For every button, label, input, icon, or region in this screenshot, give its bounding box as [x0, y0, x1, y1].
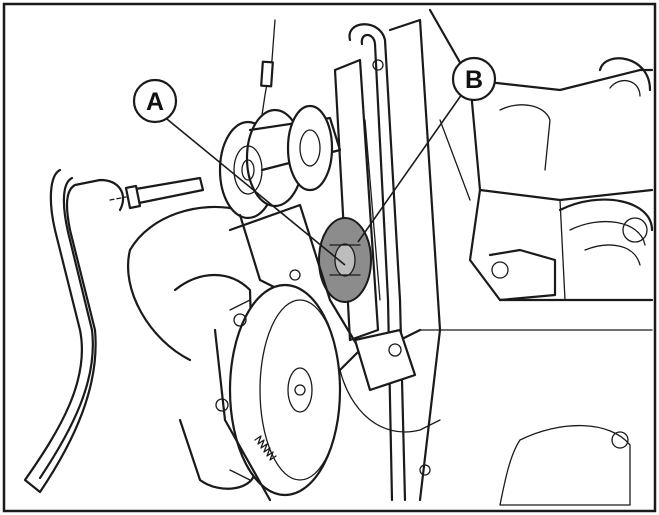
double-pulley — [218, 104, 342, 220]
idler-pulley — [318, 217, 372, 303]
return-spring — [213, 313, 277, 502]
mounting-bolt — [109, 176, 205, 210]
auger-drive-pulley — [228, 283, 342, 497]
callout-b: B — [451, 56, 497, 102]
callout-a: A — [132, 78, 178, 124]
callout-b-leader — [357, 93, 463, 243]
engine-housing — [419, 8, 654, 331]
drive-belt — [23, 168, 125, 494]
callout-a-leader — [161, 114, 346, 266]
callout-b-label: B — [465, 66, 483, 94]
callout-a-label: A — [146, 88, 164, 116]
